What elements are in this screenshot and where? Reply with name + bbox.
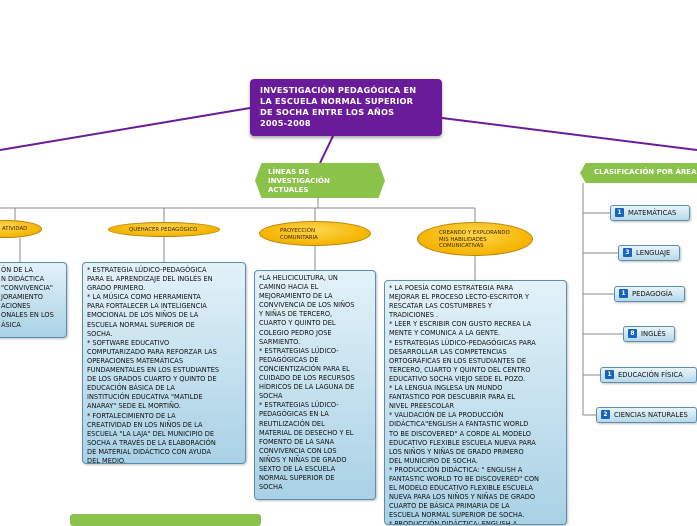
topic-quehacer-pedagogico[interactable]: QUEHACER PEDAGÓGICO <box>108 222 220 237</box>
topic-label: QUEHACER PEDAGÓGICO <box>129 227 198 233</box>
topic-creando-explorando[interactable]: CREANDO Y EXPLORANDO MIS HABILIDADES COM… <box>417 222 533 256</box>
branch-label-line: ACTUALES <box>268 186 309 194</box>
topic-label-line: MIS HABILIDADES <box>439 236 487 243</box>
area-label: MATEMÁTICAS <box>628 209 677 217</box>
area-lenguaje[interactable]: 3 LENGUAJE <box>618 245 680 261</box>
count-badge: 1 <box>619 288 628 298</box>
area-educacion-fisica[interactable]: 1 EDUCACIÓN FÍSICA <box>600 367 697 383</box>
root-title-line: 2005-2008 <box>260 118 311 128</box>
area-label: INGLÉS <box>641 330 666 338</box>
root-title-line: LA ESCUELA NORMAL SUPERIOR <box>260 96 414 106</box>
area-label: EDUCACIÓN FÍSICA <box>618 371 683 379</box>
count-badge: 3 <box>623 247 632 257</box>
branch-label-line: LÍNEAS DE <box>268 168 310 176</box>
area-label: PEDAGOGÍA <box>632 290 673 298</box>
area-label: CIENCIAS NATURALES <box>614 411 688 419</box>
area-label: LENGUAJE <box>636 249 671 257</box>
topic-proyeccion-comunitaria[interactable]: PROYECCIÓN COMUNITARIA <box>259 221 371 246</box>
root-title-line: INVESTIGACIÓN PEDAGÓGICA EN <box>260 85 417 95</box>
topic-label: ATIVIDAD <box>2 226 28 232</box>
branch-lineas-investigacion[interactable]: LÍNEAS DE INVESTIGACIÓN ACTUALES <box>255 163 385 198</box>
count-badge: 1 <box>605 369 614 379</box>
topic-label-line: PROYECCIÓN <box>280 228 316 234</box>
branch-label-line: INVESTIGACIÓN <box>268 177 330 185</box>
area-pedagogia[interactable]: 1 PEDAGOGÍA <box>614 286 685 302</box>
branch-clasificacion-area[interactable]: CLASIFICACIÓN POR ÁREA <box>580 163 697 183</box>
count-badge: 1 <box>615 207 624 217</box>
topic-label-line: CREANDO Y EXPLORANDO <box>439 230 510 236</box>
card-quehacer-pedagogico[interactable]: * ESTRATEGIA LÚDICO-PEDAGÓGICA PARA EL A… <box>82 262 246 464</box>
area-ciencias-naturales[interactable]: 2 CIENCIAS NATURALES <box>596 407 697 423</box>
topic-label: CREANDO Y EXPLORANDO MIS HABILIDADES COM… <box>439 230 510 250</box>
root-topic[interactable]: INVESTIGACIÓN PEDAGÓGICA EN LA ESCUELA N… <box>250 79 442 136</box>
count-badge: 2 <box>601 409 610 419</box>
card-proyeccion-comunitaria[interactable]: *LA HELICICULTURA, UN CAMINO HACIA EL ME… <box>254 270 376 500</box>
area-ingles[interactable]: 8 INGLÉS <box>623 326 675 342</box>
branch-label: CLASIFICACIÓN POR ÁREA <box>594 168 697 176</box>
count-badge: 8 <box>628 328 637 338</box>
topic-label: PROYECCIÓN COMUNITARIA <box>280 228 318 241</box>
area-matematicas[interactable]: 1 MATEMÁTICAS <box>610 205 690 221</box>
card-creatividad-partial[interactable]: ÓN DE LA N DIDÁCTICA "CONVIVENCIA" JORAM… <box>0 262 67 338</box>
branch-bottom-partial[interactable] <box>70 514 261 526</box>
root-title-line: DE SOCHA ENTRE LOS AÑOS <box>260 107 395 117</box>
card-creando-explorando[interactable]: * LA POESÍA COMO ESTRATEGIA PARA MEJORAR… <box>384 280 567 525</box>
topic-label-line: COMUNICATIVAS <box>439 243 484 249</box>
topic-label-line: COMUNITARIA <box>280 234 318 241</box>
